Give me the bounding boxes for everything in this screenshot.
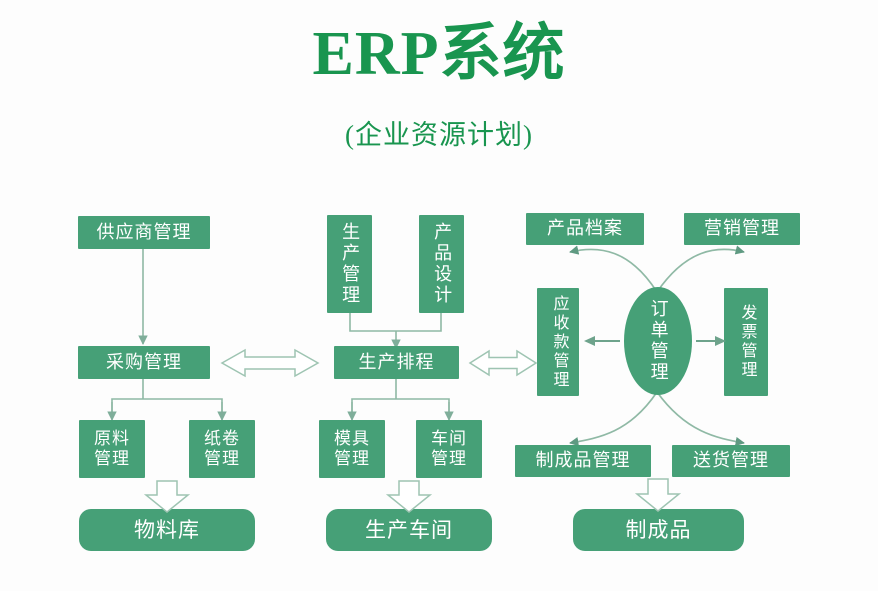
node-finished-goods[interactable]: 制成品: [573, 509, 744, 551]
node-marketing-mgmt[interactable]: 营销管理: [684, 213, 800, 245]
link-production-design-merge: [349, 313, 442, 332]
page-title: ERP系统: [312, 20, 566, 88]
node-delivery-mgmt[interactable]: 送货管理: [672, 445, 790, 477]
node-receivables-mgmt[interactable]: 应收款管理: [537, 288, 579, 396]
link-order-to-finished-goods-mgmt: [569, 391, 658, 447]
link-order-to-delivery: [656, 391, 745, 447]
node-invoice-mgmt[interactable]: 发票管理: [724, 288, 768, 396]
node-production-workshop[interactable]: 生产车间: [326, 509, 492, 551]
link-order-to-product-archive: [569, 245, 658, 293]
page-subtitle: (企业资源计划): [345, 120, 533, 150]
node-product-archive[interactable]: 产品档案: [526, 213, 644, 245]
node-mold-mgmt[interactable]: 模具 管理: [319, 420, 385, 478]
node-paper-roll-mgmt[interactable]: 纸卷 管理: [189, 420, 255, 478]
link-order-to-marketing: [656, 245, 745, 293]
node-production-mgmt[interactable]: 生产管理: [327, 215, 372, 313]
node-production-scheduling[interactable]: 生产排程: [334, 346, 459, 379]
node-product-design[interactable]: 产品设计: [419, 215, 464, 313]
node-raw-material-mgmt[interactable]: 原料 管理: [79, 420, 145, 478]
node-workshop-mgmt[interactable]: 车间 管理: [416, 420, 482, 478]
link-scheduling-branch: [351, 379, 450, 417]
link-procurement-branch: [111, 379, 223, 417]
node-material-warehouse[interactable]: 物料库: [79, 509, 255, 551]
node-finished-goods-mgmt[interactable]: 制成品管理: [515, 445, 651, 477]
node-order-mgmt[interactable]: 订单管理: [624, 287, 692, 395]
node-supplier-mgmt[interactable]: 供应商管理: [78, 216, 210, 249]
node-procurement-mgmt[interactable]: 采购管理: [78, 346, 210, 379]
